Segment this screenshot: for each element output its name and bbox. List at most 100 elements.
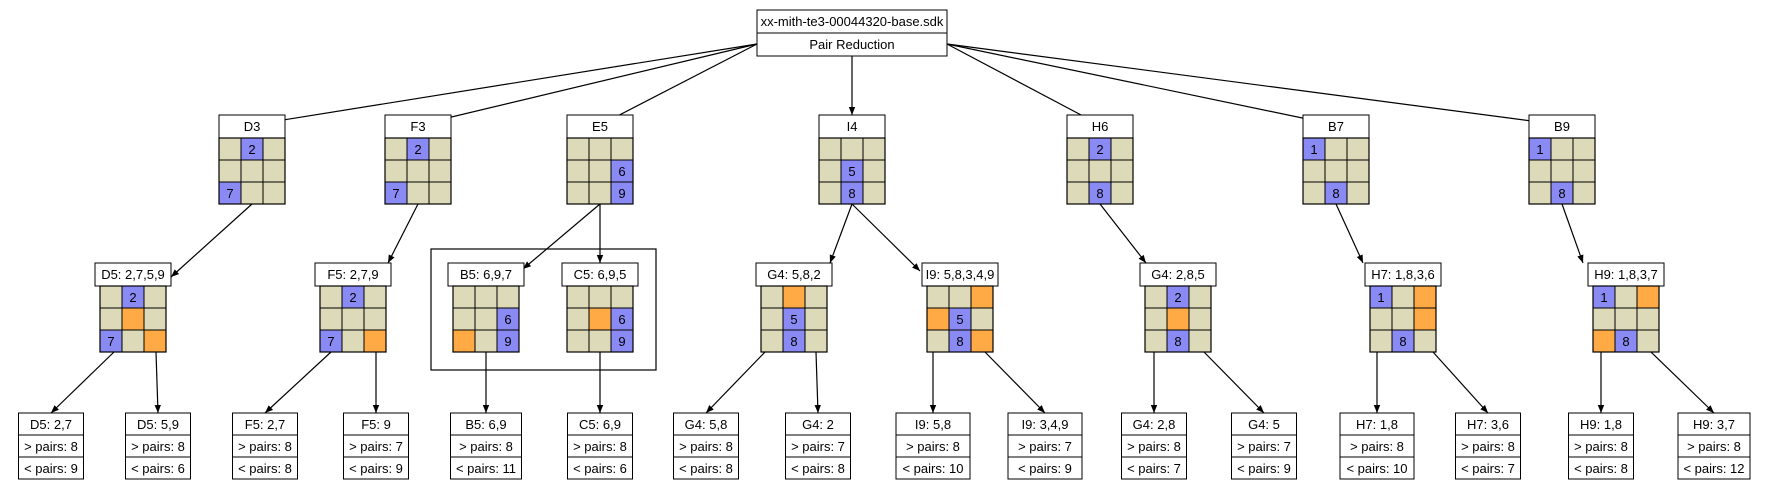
node-label: H9: 1,8,3,7 [1594, 267, 1658, 282]
candidate-digit: 8 [1096, 186, 1103, 201]
edge-arrow [170, 203, 253, 278]
root-file-label: xx-mith-te3-00044320-base.sdk [761, 14, 944, 29]
leaf-label: D5: 5,9 [137, 417, 179, 432]
leaf-node: C5: 6,9> pairs: 8< pairs: 6 [567, 412, 633, 480]
candidate-cell-4 [926, 307, 950, 331]
candidate-digit: 2 [248, 142, 255, 157]
candidate-cell-6 [428, 159, 452, 183]
candidate-cell-5 [1391, 307, 1415, 331]
edge-arrow [1650, 351, 1715, 414]
candidate-cell-6 [1188, 307, 1212, 331]
candidate-cell-9 [1110, 181, 1134, 205]
leaf-label: F5: 9 [361, 417, 391, 432]
leaf-lt: < pairs: 7 [1461, 461, 1515, 476]
candidate-cell-9 [1346, 181, 1370, 205]
leaf-node: D5: 5,9> pairs: 8< pairs: 6 [125, 412, 191, 480]
leaf-nodes: D5: 2,7> pairs: 8< pairs: 9D5: 5,9> pair… [18, 412, 1751, 480]
leaf-label: H9: 3,7 [1693, 417, 1735, 432]
candidate-cell-5 [588, 159, 612, 183]
leaf-gt: > pairs: 8 [1574, 439, 1628, 454]
candidate-digit: 9 [618, 334, 625, 349]
edge-arrow [1432, 351, 1489, 414]
leaf-gt: > pairs: 8 [459, 439, 513, 454]
leaf-lt-box [1231, 456, 1297, 480]
candidate-cell-4 [1528, 159, 1552, 183]
candidate-cell-7 [760, 329, 784, 353]
candidate-grid-border [1528, 137, 1596, 205]
candidate-digit: 5 [956, 312, 963, 327]
candidate-cell-5 [474, 307, 498, 331]
leaf-lt: < pairs: 8 [1574, 461, 1628, 476]
node-label: D3 [244, 119, 261, 134]
candidate-cell-3 [1572, 137, 1596, 161]
candidate-grid-border [818, 137, 886, 205]
candidate-cell-4 [452, 307, 476, 331]
node-label: C5: 6,9,5 [574, 267, 627, 282]
candidate-digit: 8 [956, 334, 963, 349]
leaf-label: H7: 3,6 [1467, 417, 1509, 432]
leaf-lt: < pairs: 6 [573, 461, 627, 476]
leaf-label: F5: 2,7 [245, 417, 285, 432]
candidate-cell-4 [566, 159, 590, 183]
candidate-cell-9 [1188, 329, 1212, 353]
leaf-gt: > pairs: 8 [1461, 439, 1515, 454]
leaf-lt: < pairs: 8 [791, 461, 845, 476]
candidate-digit: 7 [226, 186, 233, 201]
leaf-node: D5: 2,7> pairs: 8< pairs: 9 [18, 412, 84, 480]
candidate-cell-2 [948, 285, 972, 309]
leaf-gt: > pairs: 7 [1237, 439, 1291, 454]
candidate-cell-1 [566, 137, 590, 161]
root-technique-label: Pair Reduction [809, 37, 894, 52]
candidate-cell-5 [1550, 159, 1574, 183]
root-node: xx-mith-te3-00044320-base.sdk Pair Reduc… [756, 9, 948, 57]
candidate-cell-1 [566, 285, 590, 309]
candidate-grid-border [1144, 285, 1212, 353]
candidate-grid-border [1302, 137, 1370, 205]
candidate-digit: 9 [618, 186, 625, 201]
candidate-cell-3 [862, 137, 886, 161]
candidate-cell-9 [804, 329, 828, 353]
leaf-node: G4: 5,8> pairs: 8< pairs: 8 [673, 412, 739, 480]
leaf-label: G4: 5,8 [685, 417, 728, 432]
leaf-lt: < pairs: 6 [131, 461, 185, 476]
edge-arrow [599, 43, 758, 126]
candidate-cell-5 [1166, 307, 1190, 331]
node-l2-h7: H7: 1,8,3,618 [1364, 262, 1442, 353]
candidate-cell-8 [121, 329, 145, 353]
leaf-node: G4: 5> pairs: 7< pairs: 9 [1231, 412, 1297, 480]
leaf-label: I9: 5,8 [915, 417, 951, 432]
edges [50, 43, 1715, 414]
candidate-digit: 9 [504, 334, 511, 349]
candidate-digit: 7 [107, 334, 114, 349]
candidate-cell-5 [121, 307, 145, 331]
edge-arrow [946, 43, 1101, 126]
candidate-cell-2 [1550, 137, 1574, 161]
candidate-digit: 2 [1096, 142, 1103, 157]
candidate-cell-1 [1144, 285, 1168, 309]
candidate-cell-4 [1066, 159, 1090, 183]
leaf-node: F5: 2,7> pairs: 8< pairs: 8 [232, 412, 298, 480]
leaf-lt: < pairs: 9 [349, 461, 403, 476]
candidate-digit: 1 [1310, 142, 1317, 157]
edge-arrow [387, 203, 419, 264]
leaf-lt-box [343, 456, 409, 480]
node-label: G4: 2,8,5 [1151, 267, 1204, 282]
edge-arrow [1099, 203, 1147, 264]
candidate-grid-border [926, 285, 994, 353]
candidate-digit: 2 [129, 290, 136, 305]
leaf-gt: > pairs: 8 [238, 439, 292, 454]
candidate-cell-3 [610, 137, 634, 161]
candidate-cell-9 [1413, 329, 1437, 353]
candidate-digit: 7 [392, 186, 399, 201]
candidate-cell-2 [588, 285, 612, 309]
leaf-gt: > pairs: 7 [1018, 439, 1072, 454]
candidate-cell-7 [1369, 329, 1393, 353]
edge-arrow [417, 43, 758, 127]
candidate-cell-9 [428, 181, 452, 205]
leaf-gt: > pairs: 7 [791, 439, 845, 454]
candidate-cell-1 [218, 137, 242, 161]
candidate-cell-1 [926, 285, 950, 309]
leaf-lt-box [1568, 456, 1634, 480]
edge-arrow [1203, 351, 1265, 414]
candidate-cell-6 [143, 307, 167, 331]
